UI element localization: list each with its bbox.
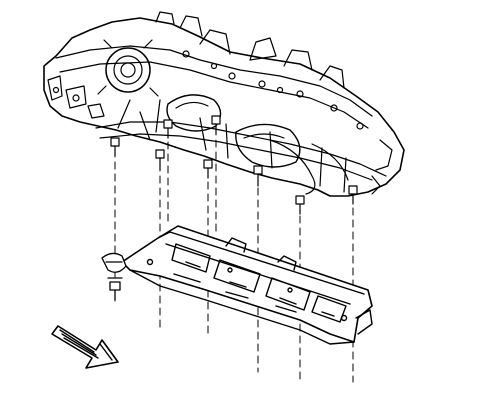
mounting-bolts — [110, 115, 358, 215]
oil-pan-baffle — [121, 225, 373, 345]
bolt — [211, 115, 221, 135]
bolt — [253, 165, 263, 187]
bolt — [155, 149, 165, 171]
bolt — [110, 137, 120, 157]
bolt — [295, 195, 305, 215]
bolt — [203, 159, 213, 179]
view-direction-arrow — [51, 325, 119, 369]
bolt — [348, 185, 358, 205]
bolt — [163, 119, 173, 139]
engine-block — [43, 11, 405, 197]
fastener-clip — [101, 252, 127, 301]
